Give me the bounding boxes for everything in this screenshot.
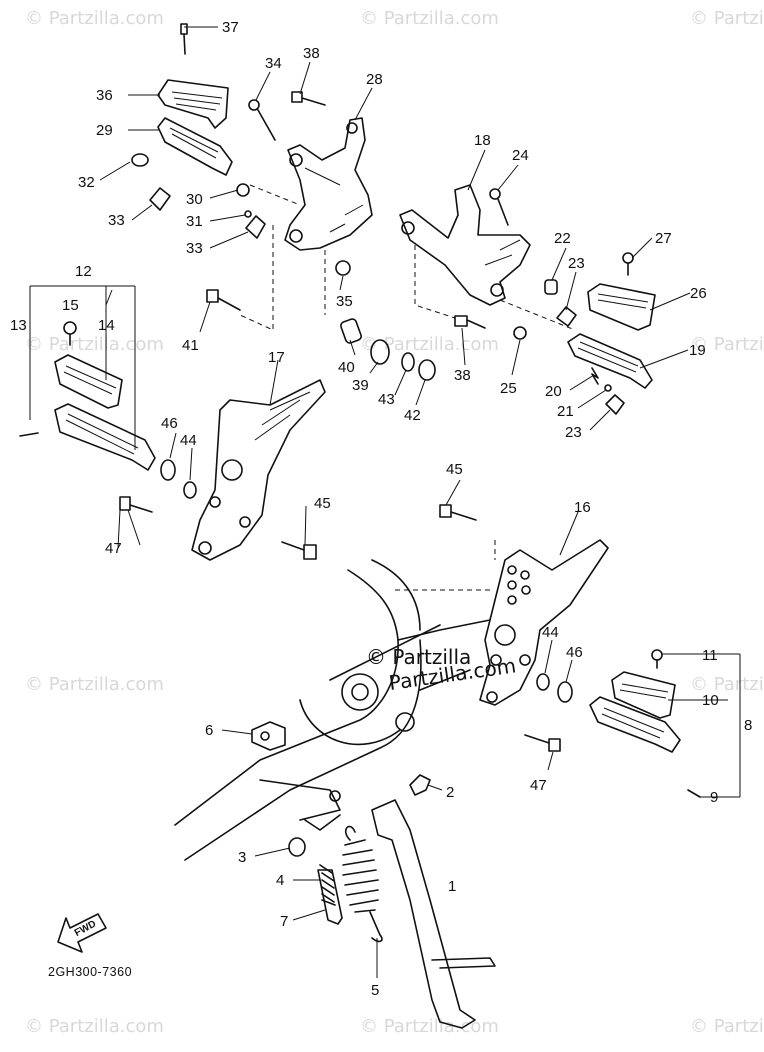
callout-8: 8 [744, 717, 752, 734]
callout-24: 24 [512, 147, 529, 164]
callout-41: 41 [182, 337, 199, 354]
callout-36: 36 [96, 87, 113, 104]
watermark: © Partzilla.com [360, 1016, 499, 1037]
callout-2: 2 [446, 784, 454, 801]
watermark: © Partzilla.com [25, 334, 164, 355]
callout-19: 19 [689, 342, 706, 359]
callout-7: 7 [280, 913, 288, 930]
callout-23a: 23 [568, 255, 585, 272]
callout-33a: 33 [108, 212, 125, 229]
fwd-arrow: FWD [57, 913, 107, 953]
callout-1: 1 [448, 878, 456, 895]
callout-33b: 33 [186, 240, 203, 257]
bushings [324, 250, 436, 381]
callout-10: 10 [702, 692, 719, 709]
callout-5: 5 [371, 982, 379, 999]
callout-11: 11 [702, 647, 718, 664]
callout-18: 18 [474, 132, 491, 149]
callout-46b: 46 [566, 644, 583, 661]
watermark: © Partzilla.com [690, 8, 764, 29]
frame [174, 559, 491, 861]
callout-31: 31 [186, 213, 203, 230]
bracket-28 [206, 91, 373, 331]
callout-22: 22 [554, 230, 571, 247]
callout-34: 34 [265, 55, 282, 72]
callout-23b: 23 [565, 424, 582, 441]
callout-30: 30 [186, 191, 203, 208]
center-watermark: © Partzilla [366, 645, 471, 669]
fwd-label: FWD [73, 919, 98, 939]
callout-47a: 47 [105, 540, 122, 557]
callout-6: 6 [205, 722, 213, 739]
callout-3: 3 [238, 849, 246, 866]
rider-footrest-group-8 [589, 649, 741, 798]
callout-15: 15 [62, 297, 79, 314]
watermark: © Partzilla.com [360, 8, 499, 29]
callout-29: 29 [96, 122, 113, 139]
callout-20: 20 [545, 383, 562, 400]
bracket-16 [439, 504, 609, 752]
callout-25: 25 [500, 380, 517, 397]
watermark: © Partzilla.com [690, 674, 764, 695]
callout-28: 28 [366, 71, 383, 88]
callout-45b: 45 [314, 495, 331, 512]
callout-45a: 45 [446, 461, 463, 478]
callout-21: 21 [557, 403, 574, 420]
callout-42: 42 [404, 407, 421, 424]
callout-32: 32 [78, 174, 95, 191]
callout-labels: 1 2 3 4 5 6 7 8 9 10 11 12 13 14 15 16 1… [10, 19, 752, 999]
callout-35: 35 [336, 293, 353, 310]
callout-16: 16 [574, 499, 591, 516]
callout-39: 39 [352, 377, 369, 394]
callout-12: 12 [75, 263, 92, 280]
bracket-18 [399, 184, 576, 340]
watermark: © Partzilla.com [25, 1016, 164, 1037]
callout-40: 40 [338, 359, 355, 376]
leader-lines [99, 26, 728, 978]
callout-26: 26 [690, 285, 707, 302]
watermark: © Partzilla.com [690, 334, 764, 355]
callout-38a: 38 [303, 45, 320, 62]
watermark: © Partzilla.com [25, 674, 164, 695]
rider-footrest-group-12 [19, 285, 156, 471]
diagram-code: 2GH300-7360 [48, 965, 132, 979]
callout-47b: 47 [530, 777, 547, 794]
callout-46a: 46 [161, 415, 178, 432]
watermarks: © Partzilla.com © Partzilla.com © Partzi… [25, 8, 764, 1037]
callout-38b: 38 [454, 367, 471, 384]
watermark: © Partzilla.com [25, 8, 164, 29]
bracket-17 [119, 379, 326, 561]
callout-4: 4 [276, 872, 284, 889]
watermark: © Partzilla.com [690, 1016, 764, 1037]
callout-17: 17 [268, 349, 285, 366]
callout-14: 14 [98, 317, 115, 334]
callout-13: 13 [10, 317, 27, 334]
callout-37: 37 [222, 19, 239, 36]
sidestand-assembly [251, 721, 496, 1029]
callout-44b: 44 [542, 624, 559, 641]
passenger-footrest-right [544, 252, 656, 415]
callout-9: 9 [710, 789, 718, 806]
callout-44a: 44 [180, 432, 197, 449]
watermark: © Partzilla.com [360, 334, 499, 355]
callout-27: 27 [655, 230, 672, 247]
callout-43: 43 [378, 391, 395, 408]
